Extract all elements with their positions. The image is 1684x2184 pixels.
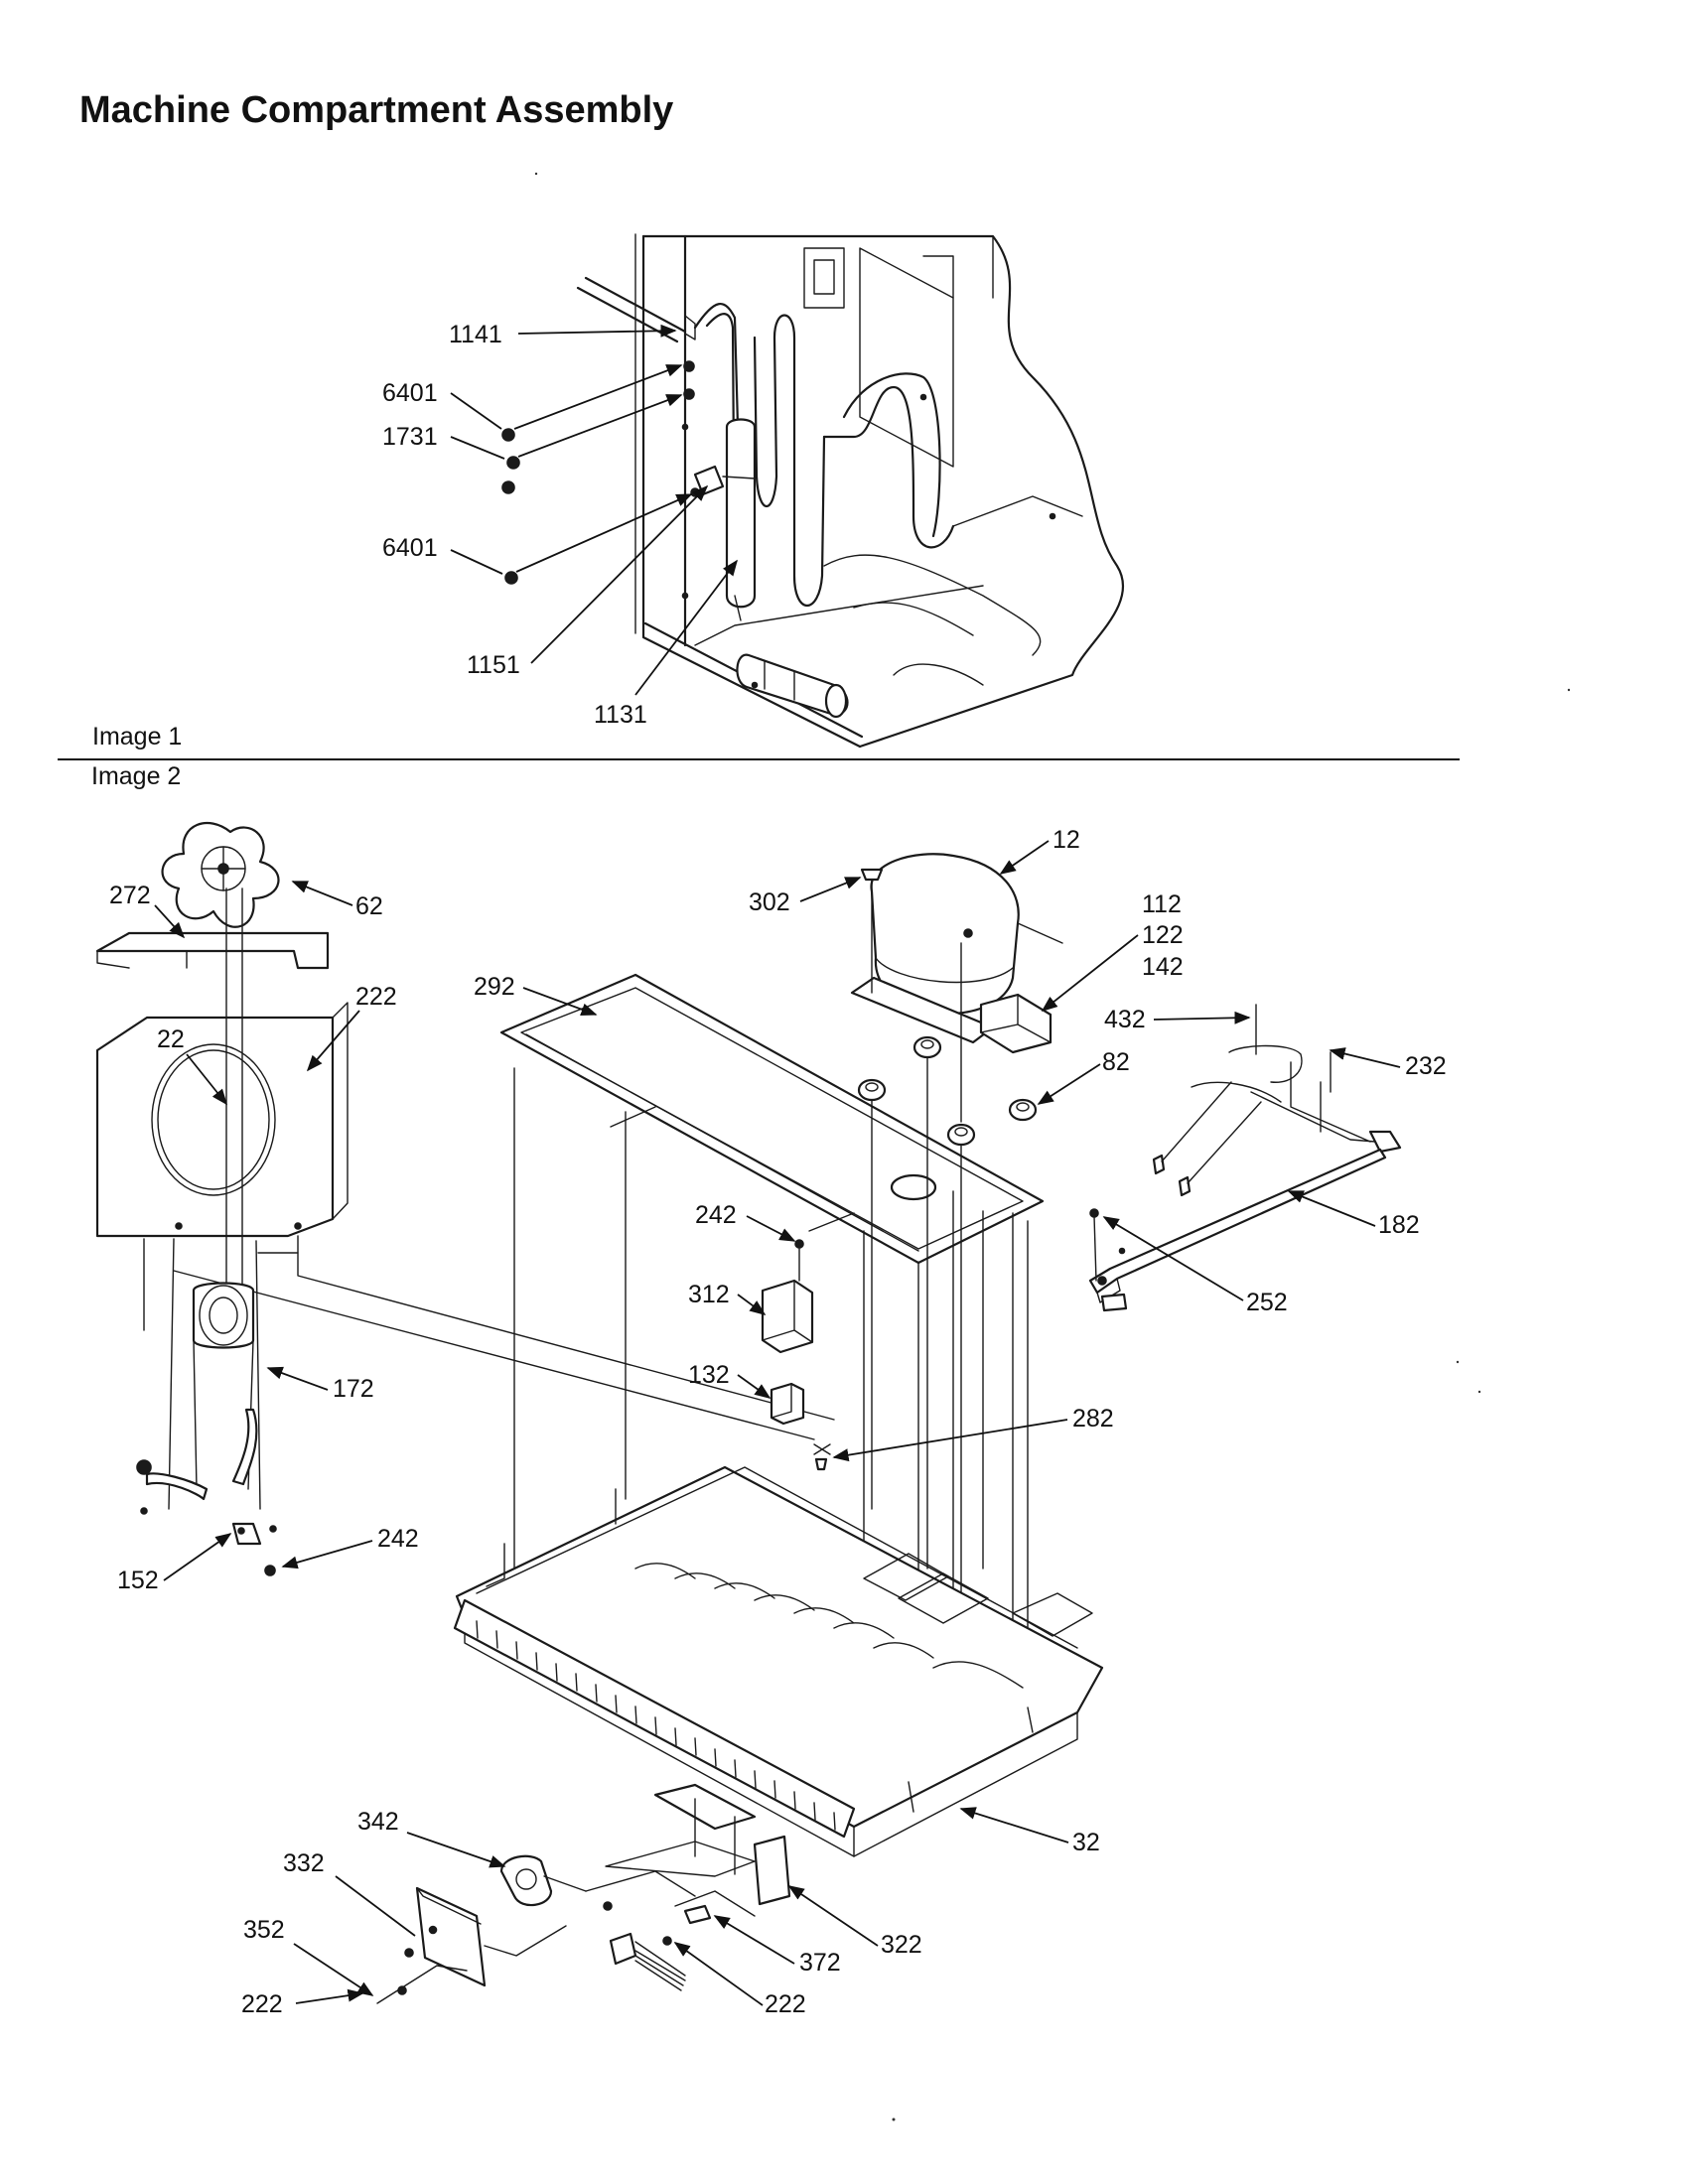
callout-1151: 1151 (467, 651, 520, 679)
callout-32: 32 (1072, 1829, 1100, 1856)
callout-282: 282 (1072, 1405, 1114, 1433)
callout-142: 142 (1142, 953, 1184, 981)
callout-152: 152 (117, 1567, 159, 1594)
callout-342: 342 (357, 1808, 399, 1836)
image2-callouts: 12 302 112 122 142 62 272 222 22 292 432… (109, 826, 1447, 2018)
callout-62: 62 (355, 892, 383, 920)
callout-302: 302 (749, 888, 790, 916)
condenser-coil (453, 1563, 934, 1839)
callout-372: 372 (799, 1949, 841, 1977)
speck (1477, 1390, 1481, 1394)
speck (892, 2117, 896, 2121)
page-title: Machine Compartment Assembly (79, 89, 673, 131)
callout-252: 252 (1246, 1289, 1288, 1316)
callout-22: 22 (157, 1025, 185, 1053)
callout-272: 272 (109, 882, 151, 909)
callout-132: 132 (688, 1361, 730, 1389)
callout-222-bottom-left: 222 (241, 1990, 283, 2018)
callout-6401-upper: 6401 (382, 379, 438, 407)
callout-352: 352 (243, 1916, 285, 1944)
callout-82: 82 (1102, 1048, 1130, 1076)
callout-432: 432 (1104, 1006, 1146, 1033)
speck (1456, 1360, 1460, 1364)
callout-122: 122 (1142, 921, 1184, 949)
fan-blade (161, 822, 280, 928)
callout-1141: 1141 (449, 321, 502, 348)
callout-222-bottom-right: 222 (765, 1990, 806, 2018)
callout-12: 12 (1052, 826, 1080, 854)
image2-drawing (95, 822, 1402, 2004)
callout-182: 182 (1378, 1211, 1420, 1239)
image1-caption: Image 1 (92, 723, 182, 751)
callout-6401-lower: 6401 (382, 534, 438, 562)
callout-232: 232 (1405, 1052, 1447, 1080)
callout-242-upper: 242 (695, 1201, 737, 1229)
callout-242-lower: 242 (377, 1525, 419, 1553)
callout-222-top: 222 (355, 983, 397, 1011)
callout-322: 322 (881, 1931, 922, 1959)
callout-172: 172 (333, 1375, 374, 1403)
speck (534, 172, 538, 176)
speck (1567, 688, 1571, 692)
image2-caption: Image 2 (91, 762, 181, 790)
callout-1131: 1131 (594, 701, 647, 729)
callout-292: 292 (474, 973, 515, 1001)
callout-1731: 1731 (382, 423, 438, 451)
image1-callouts: 1141 6401 1731 6401 1151 1131 (382, 321, 738, 729)
callout-312: 312 (688, 1281, 730, 1308)
callout-112: 112 (1142, 890, 1182, 918)
callout-332: 332 (283, 1849, 325, 1877)
image1-drawing (501, 233, 1125, 749)
